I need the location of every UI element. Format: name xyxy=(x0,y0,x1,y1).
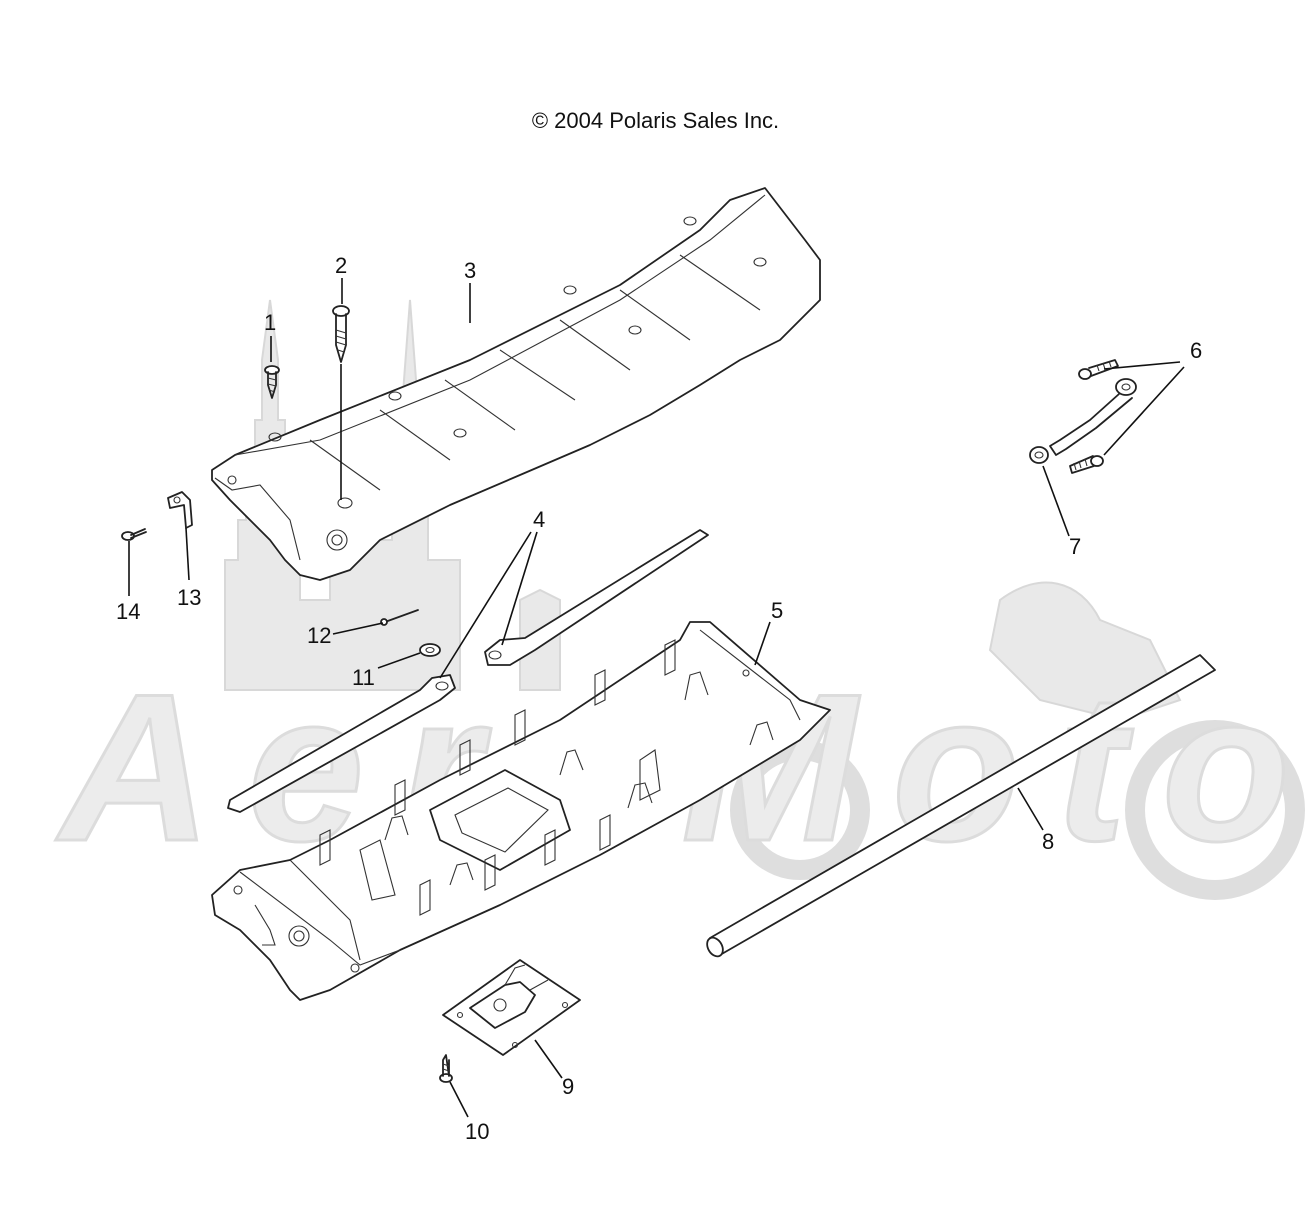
callout-14: 14 xyxy=(116,599,140,624)
part-7-spacer-bolt xyxy=(1029,378,1137,464)
callout-11: 11 xyxy=(352,665,375,690)
callout-6: 6 xyxy=(1190,338,1202,363)
part-9-latch-plate xyxy=(442,959,581,1056)
part-4-rails xyxy=(227,529,709,813)
part-3-tunnel-cover xyxy=(211,187,821,581)
part-2-screw xyxy=(332,305,350,363)
leader-lines xyxy=(128,278,1185,1118)
callout-2: 2 xyxy=(335,253,347,278)
callout-10: 10 xyxy=(465,1119,489,1144)
callout-4: 4 xyxy=(533,507,545,532)
part-8-rod xyxy=(706,654,1216,958)
callout-3: 3 xyxy=(464,258,476,283)
part-12-pin xyxy=(380,609,419,626)
copyright-notice: © 2004 Polaris Sales Inc. xyxy=(531,108,780,133)
callout-13: 13 xyxy=(177,585,201,610)
part-14-screw xyxy=(121,528,147,541)
callout-7: 7 xyxy=(1069,534,1081,559)
callout-5: 5 xyxy=(771,598,783,623)
part-11-washer xyxy=(419,643,441,657)
callout-1: 1 xyxy=(264,310,276,335)
part-6-screws xyxy=(1069,359,1119,474)
callout-12: 12 xyxy=(307,623,331,648)
part-10-screw xyxy=(439,1054,453,1083)
part-1-screw xyxy=(264,365,280,399)
part-13-clip xyxy=(167,491,193,529)
callout-9: 9 xyxy=(562,1074,574,1099)
callout-8: 8 xyxy=(1042,829,1054,854)
part-5-lower-tub xyxy=(211,621,831,1001)
callout-labels: 1 2 3 4 5 6 7 8 9 10 11 12 13 14 xyxy=(116,253,1202,1144)
